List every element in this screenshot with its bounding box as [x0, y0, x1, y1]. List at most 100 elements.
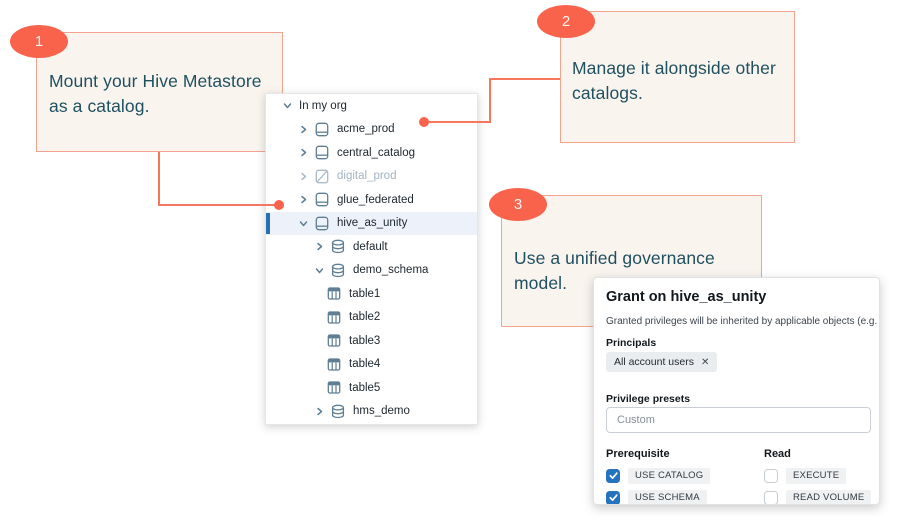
tree-item-label: table3 [349, 334, 381, 347]
tree-item-table5[interactable]: table5 [266, 376, 477, 400]
schema-icon [331, 239, 345, 254]
catalog-icon [315, 122, 329, 137]
chevron-right-icon[interactable] [314, 406, 325, 417]
catalog-icon [315, 122, 329, 137]
chevron-right-icon[interactable] [298, 124, 309, 135]
tree-item-glue_federated[interactable]: glue_federated [266, 188, 477, 212]
schema-icon [331, 263, 345, 278]
annotation-text-2: Manage it alongside other catalogs. [572, 58, 776, 104]
connector-line-1 [158, 152, 160, 206]
tree-item-digital_prod[interactable]: digital_prod [266, 165, 477, 189]
tree-item-In my org[interactable]: In my org [266, 94, 477, 118]
privilege-row: READ VOLUME [764, 489, 872, 504]
privilege-group-header: Prerequisite [606, 448, 670, 460]
checkbox-checked[interactable] [606, 468, 620, 483]
step-badge-3: 3 [489, 188, 547, 221]
chevron-right-icon [301, 125, 307, 133]
chevron-right-icon[interactable] [298, 147, 309, 158]
tree-item-label: glue_federated [337, 193, 414, 206]
schema-icon [331, 404, 345, 419]
privilege-label: USE SCHEMA [628, 489, 707, 504]
privilege-label: EXECUTE [786, 467, 847, 484]
privilege-row: USE CATALOG [606, 467, 711, 484]
step-badge-2: 2 [537, 5, 595, 38]
tree-item-acme_prod[interactable]: acme_prod [266, 118, 477, 142]
tree-item-label: default [353, 240, 388, 253]
chevron-right-icon [317, 243, 323, 251]
catalog-disabled-icon [315, 169, 329, 184]
privilege-label: USE CATALOG [628, 467, 711, 484]
tree-item-default[interactable]: default [266, 235, 477, 259]
tree-item-label: table5 [349, 381, 381, 394]
table-icon [327, 333, 341, 348]
tree-item-label: digital_prod [337, 170, 397, 183]
tree-item-table3[interactable]: table3 [266, 329, 477, 353]
chevron-right-icon [301, 172, 307, 180]
catalog-icon [315, 145, 329, 160]
principal-chip[interactable]: All account users ✕ [606, 352, 718, 372]
table-icon [327, 286, 341, 301]
table-icon [327, 380, 341, 395]
table-icon [327, 358, 341, 371]
chevron-right-icon[interactable] [314, 241, 325, 252]
grant-dialog: Grant on hive_as_unity Granted privilege… [593, 277, 880, 505]
checkbox-unchecked[interactable] [764, 490, 778, 504]
tree-item-partial[interactable] [266, 423, 477, 424]
tree-item-label: central_catalog [337, 146, 415, 159]
tree-item-label: hive_as_unity [337, 217, 408, 230]
chevron-down-icon [315, 268, 324, 273]
schema-icon [331, 263, 345, 277]
chevron-down-icon[interactable] [282, 100, 293, 111]
annotation-box-1: Mount your Hive Metastore as a catalog. [36, 32, 283, 152]
checkbox-checked[interactable] [606, 490, 620, 504]
tree-item-table4[interactable]: table4 [266, 353, 477, 377]
chevron-right-icon [301, 196, 307, 204]
schema-icon [331, 404, 345, 418]
tree-item-label: table4 [349, 358, 381, 371]
chevron-right-icon [317, 407, 323, 415]
checkbox-unchecked[interactable] [764, 468, 778, 483]
annotation-text-1: Mount your Hive Metastore as a catalog. [49, 71, 262, 117]
chip-remove-icon[interactable]: ✕ [700, 356, 710, 368]
connector-dot-1 [274, 200, 284, 210]
tree-item-hive_as_unity[interactable]: hive_as_unity [266, 211, 477, 235]
tree-item-hms_demo[interactable]: hms_demo [266, 400, 477, 424]
tree-item-table2[interactable]: table2 [266, 306, 477, 330]
chevron-down-icon [299, 221, 308, 226]
catalog-icon [315, 216, 329, 231]
chevron-down-icon[interactable] [298, 218, 309, 229]
catalog-icon [315, 192, 329, 207]
tree-item-label: In my org [299, 99, 347, 112]
privilege-presets-label: Privilege presets [606, 393, 691, 405]
tree-item-label: acme_prod [337, 123, 395, 136]
chevron-right-icon [301, 149, 307, 157]
step-badge-1: 1 [10, 25, 68, 58]
chevron-right-icon[interactable] [298, 171, 309, 182]
principal-chip-label: All account users [614, 356, 694, 368]
annotation-box-2: Manage it alongside other catalogs. [560, 11, 795, 143]
chevron-down-icon [283, 103, 292, 109]
connector-line-1 [158, 204, 279, 206]
tree-item-table1[interactable]: table1 [266, 282, 477, 306]
chevron-right-icon[interactable] [298, 194, 309, 205]
privilege-label: READ VOLUME [786, 489, 872, 504]
connector-line-2 [424, 121, 491, 123]
annotation-text-3: Use a unified governance model. [514, 248, 715, 294]
checkmark-icon [608, 494, 618, 501]
tree-item-central_catalog[interactable]: central_catalog [266, 141, 477, 165]
table-icon [327, 310, 341, 325]
privilege-row: USE SCHEMA [606, 489, 710, 504]
privilege-preset-input[interactable]: Custom [606, 407, 871, 433]
schema-icon [331, 239, 345, 254]
table-icon [327, 311, 341, 324]
tree-item-demo_schema[interactable]: demo_schema [266, 259, 477, 283]
tree-item-label: demo_schema [353, 264, 429, 277]
chevron-down-icon[interactable] [314, 265, 325, 276]
catalog-icon [315, 216, 329, 231]
connector-dot-2 [419, 117, 429, 127]
privilege-group-header: Read [764, 448, 791, 460]
table-icon [327, 334, 341, 347]
